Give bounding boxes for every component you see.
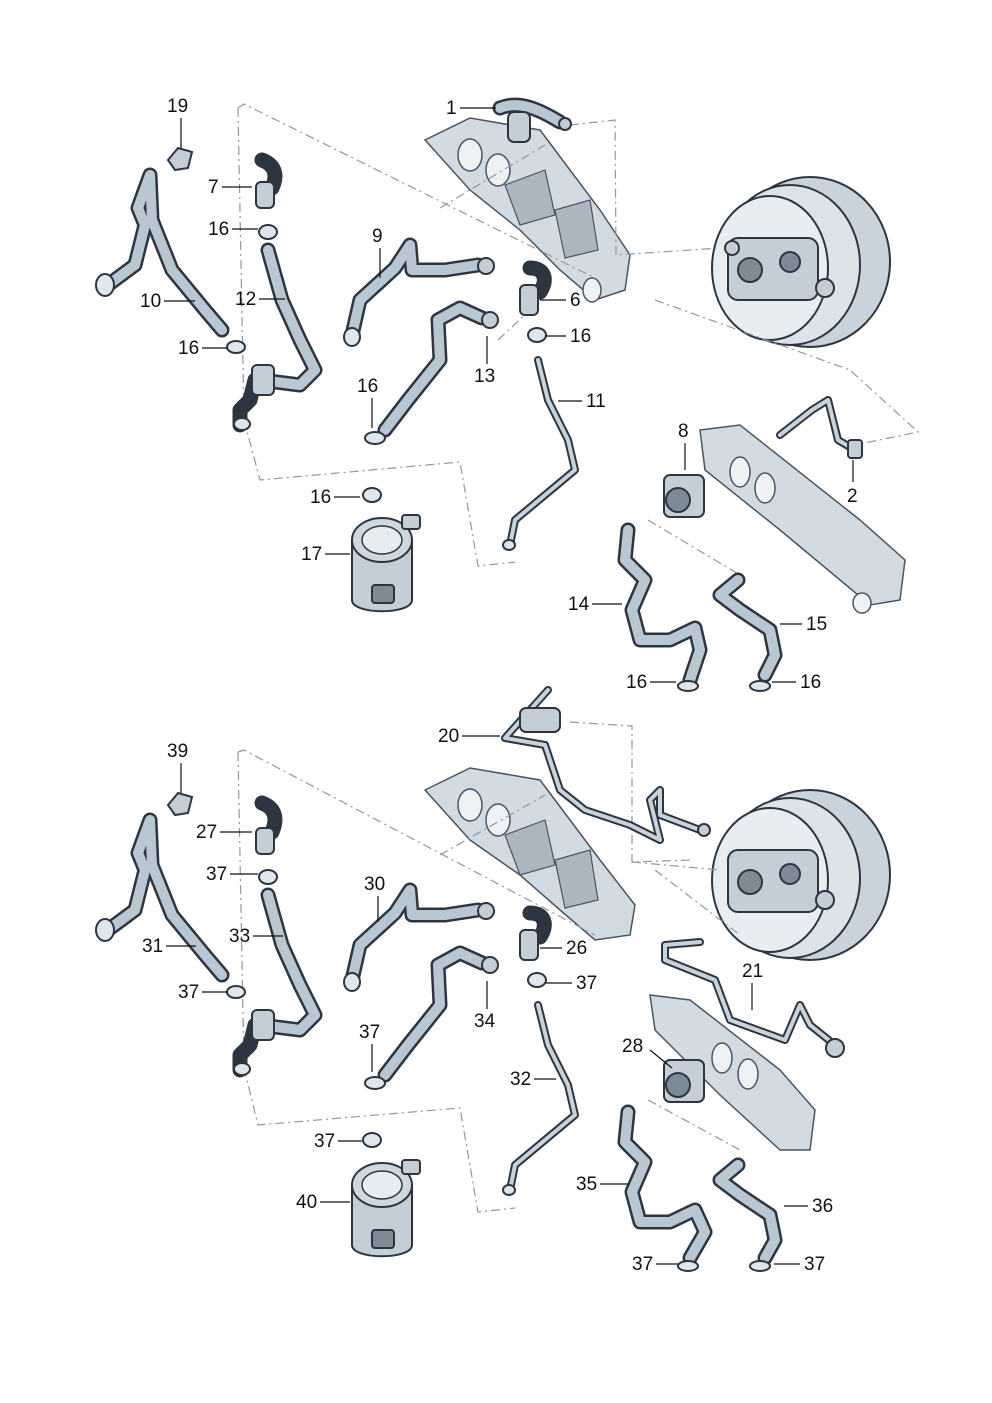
callout-16-f: 16 — [626, 672, 647, 693]
hose-11 — [502, 356, 579, 551]
callout-33: 33 — [229, 926, 250, 947]
vacuum-line-2 — [776, 396, 863, 459]
callout-30: 30 — [364, 874, 385, 895]
callout-16-g: 16 — [800, 672, 821, 693]
callout-39: 39 — [167, 741, 188, 762]
pump-40 — [351, 1159, 421, 1258]
hose-34 — [377, 945, 499, 1083]
clamp-rings-16 — [226, 224, 771, 692]
callout-14: 14 — [568, 594, 590, 615]
clip-19 — [166, 146, 194, 172]
brake-booster — [711, 176, 891, 348]
hose-35 — [617, 1104, 713, 1266]
callout-16-d: 16 — [357, 376, 378, 397]
callout-11: 11 — [586, 391, 606, 412]
callout-31: 31 — [142, 936, 163, 957]
callout-1: 1 — [446, 98, 457, 119]
callout-2: 2 — [847, 486, 858, 507]
hose-12 — [252, 242, 323, 393]
fitting-26 — [519, 905, 552, 961]
callout-20: 20 — [438, 726, 459, 747]
callout-12: 12 — [235, 289, 256, 310]
hose-union-bottom — [232, 1009, 275, 1078]
callout-28: 28 — [622, 1036, 643, 1057]
hose-33 — [252, 887, 323, 1038]
firewall-panel — [423, 117, 631, 303]
firewall-section-lower-bottom — [649, 994, 816, 1151]
callout-7: 7 — [208, 177, 219, 198]
callout-37-e: 37 — [314, 1131, 335, 1152]
hose-15 — [712, 572, 783, 683]
callout-26: 26 — [566, 938, 587, 959]
hose-9 — [343, 237, 495, 347]
hose-13 — [377, 300, 499, 438]
callout-37-a: 37 — [206, 864, 227, 885]
fitting-6 — [519, 260, 552, 316]
callout-40: 40 — [296, 1192, 317, 1213]
brake-booster-bottom — [711, 789, 891, 961]
callout-27: 27 — [196, 822, 217, 843]
grommet-8 — [663, 474, 705, 518]
pump-17 — [351, 514, 421, 613]
callout-32: 32 — [510, 1069, 531, 1090]
callout-16-c: 16 — [178, 338, 199, 359]
vacuum-connector-1 — [492, 97, 572, 143]
callout-16-a: 16 — [208, 219, 229, 240]
callout-37-b: 37 — [576, 973, 597, 994]
callout-6: 6 — [570, 290, 581, 311]
callout-37-d: 37 — [359, 1022, 380, 1043]
callouts: 19 1 7 16 9 10 12 6 16 16 13 16 11 8 16 … — [140, 96, 858, 1275]
callout-13: 13 — [474, 366, 495, 387]
callout-16-e: 16 — [310, 487, 331, 508]
t-fitting-27 — [254, 795, 283, 855]
firewall-panel-bottom — [423, 767, 636, 941]
assembly-bottom — [95, 686, 891, 1272]
callout-36: 36 — [812, 1196, 833, 1217]
hose-10 — [95, 167, 230, 338]
callout-8: 8 — [678, 421, 689, 442]
clip-39 — [166, 791, 194, 817]
dashed-guides-top — [237, 103, 920, 576]
callout-9: 9 — [372, 226, 383, 247]
hose-36 — [712, 1157, 783, 1266]
hose-union — [232, 364, 275, 433]
callout-16-b: 16 — [570, 326, 591, 347]
callout-17: 17 — [301, 544, 322, 565]
hose-30 — [343, 882, 495, 992]
callout-37-g: 37 — [804, 1254, 825, 1275]
callout-19: 19 — [167, 96, 188, 117]
firewall-section-lower — [699, 424, 906, 614]
grommet-28 — [663, 1059, 705, 1103]
callout-34: 34 — [474, 1011, 496, 1032]
assembly-top — [95, 97, 920, 692]
dashed-guides-bottom — [237, 721, 741, 1213]
callout-35: 35 — [576, 1174, 597, 1195]
hose-14 — [617, 522, 708, 688]
hose-31 — [95, 812, 230, 983]
callout-10: 10 — [140, 291, 161, 312]
vacuum-line-21 — [661, 938, 845, 1058]
vacuum-line-20 — [501, 686, 711, 844]
callout-21: 21 — [742, 961, 763, 982]
callout-37-c: 37 — [178, 982, 199, 1003]
hose-32 — [502, 1001, 579, 1196]
callout-37-f: 37 — [632, 1254, 653, 1275]
clamp-rings-37 — [226, 869, 771, 1272]
t-fitting-7 — [254, 152, 283, 209]
callout-15: 15 — [806, 614, 827, 635]
